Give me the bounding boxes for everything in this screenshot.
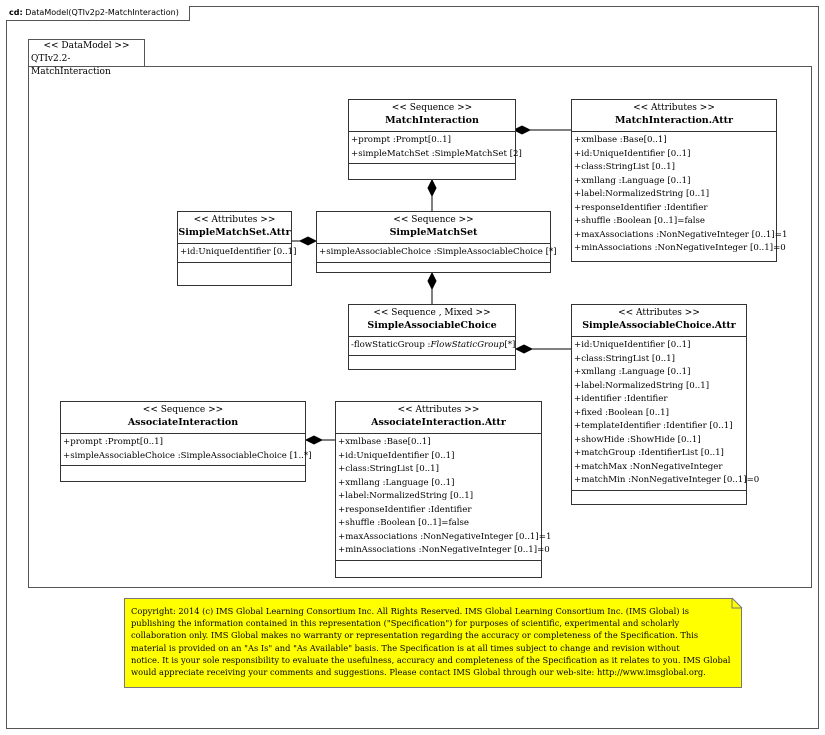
note-line: publishing the information contained in … xyxy=(131,618,680,629)
composition-diamond xyxy=(427,178,437,198)
copyright-note[interactable]: Copyright: 2014 (c) IMS Global Learning … xyxy=(124,598,742,688)
class-attribute: +identifier :Identifier xyxy=(574,394,668,404)
composition-diamond xyxy=(512,125,532,135)
class-attribute: +minAssociations :NonNegativeInteger [0.… xyxy=(574,243,786,253)
class-attribute: -flowStaticGroup :FlowStaticGroup[*] xyxy=(351,340,516,350)
class-attribute: +matchMin :NonNegativeInteger [0..1]=0 xyxy=(574,475,760,485)
class-stereotype: << Sequence >> xyxy=(393,215,474,225)
package-tab: << DataModel >> QTIv2.2-MatchInteraction xyxy=(28,39,145,77)
class-attribute: +class:StringList [0..1] xyxy=(574,162,675,172)
class-attribute: +label:NormalizedString [0..1] xyxy=(574,380,710,391)
package-body xyxy=(28,66,812,588)
class-attribute: +responseIdentifier :Identifier xyxy=(338,504,472,515)
class-associate-interaction[interactable]: << Sequence >> AssociateInteraction +pro… xyxy=(60,401,312,482)
class-simple-match-set[interactable]: << Sequence >> SimpleMatchSet +simpleAss… xyxy=(316,211,557,273)
class-stereotype: << Sequence , Mixed >> xyxy=(373,308,491,318)
class-name: MatchInteraction xyxy=(385,115,479,126)
note-line: would appreciate receiving your comments… xyxy=(131,667,706,678)
class-match-interaction-attr[interactable]: << Attributes >> MatchInteraction.Attr +… xyxy=(571,99,788,262)
composition-diamond xyxy=(427,271,437,291)
class-associate-interaction-attr[interactable]: << Attributes >> AssociateInteraction.At… xyxy=(335,401,552,578)
class-attribute: +matchGroup :IdentifierList [0..1] xyxy=(574,448,724,458)
class-name: SimpleMatchSet xyxy=(389,227,478,238)
note-line: Copyright: 2014 (c) IMS Global Learning … xyxy=(131,606,690,616)
class-name: SimpleMatchSet.Attr xyxy=(178,227,291,238)
class-name: MatchInteraction.Attr xyxy=(614,115,733,126)
class-attribute: +maxAssociations :NonNegativeInteger [0.… xyxy=(574,229,788,240)
copyright-note-text: Copyright: 2014 (c) IMS Global Learning … xyxy=(131,605,737,678)
class-attribute: +id:UniqueIdentifier [0..1] xyxy=(338,450,455,461)
package-name: QTIv2.2-MatchInteraction xyxy=(31,54,111,77)
class-attribute: +xmllang :Language [0..1] xyxy=(574,175,691,186)
class-attribute: +matchMax :NonNegativeInteger xyxy=(574,461,723,472)
class-stereotype: << Attributes >> xyxy=(618,308,700,318)
class-stereotype: << Sequence >> xyxy=(142,405,224,415)
note-line: notice. It is your sole responsibility t… xyxy=(131,654,731,665)
class-simple-associable-choice-attr[interactable]: << Attributes >> SimpleAssociableChoice.… xyxy=(571,304,760,505)
class-stereotype: << Attributes >> xyxy=(397,405,480,415)
class-attribute: +class:StringList [0..1] xyxy=(338,464,439,474)
class-name: SimpleAssociableChoice.Attr xyxy=(582,320,736,331)
class-attribute: +templateIdentifier :Identifier [0..1] xyxy=(574,421,733,431)
class-attribute: +label:NormalizedString [0..1] xyxy=(574,189,710,199)
class-name: AssociateInteraction xyxy=(127,417,239,428)
class-attribute: +prompt :Prompt[0..1] xyxy=(63,437,163,447)
class-attribute: +id:UniqueIdentifier [0..1] xyxy=(574,340,691,350)
class-attribute: +prompt :Prompt[0..1] xyxy=(351,135,451,145)
class-name: AssociateInteraction.Attr xyxy=(371,417,506,428)
class-attribute: +minAssociations :NonNegativeInteger [0.… xyxy=(338,545,550,555)
class-simple-match-set-attr[interactable]: << Attributes >> SimpleMatchSet.Attr +id… xyxy=(177,211,297,286)
class-attribute: +id:UniqueIdentifier [0..1] xyxy=(574,148,691,159)
composition-diamond xyxy=(304,435,324,445)
class-attribute: +fixed :Boolean [0..1] xyxy=(574,407,669,418)
diagram-frame xyxy=(6,6,819,729)
class-match-interaction[interactable]: << Sequence >> MatchInteraction +prompt … xyxy=(348,99,522,180)
class-stereotype: << Sequence >> xyxy=(391,103,473,113)
class-attribute: +simpleAssociableChoice :SimpleAssociabl… xyxy=(319,247,557,257)
class-attribute: +shuffle :Boolean [0..1]=false xyxy=(338,518,469,528)
composition-diamond xyxy=(514,344,534,354)
note-line: material is provided on an "As Is" and "… xyxy=(131,642,680,653)
class-simple-associable-choice[interactable]: << Sequence , Mixed >> SimpleAssociableC… xyxy=(348,304,516,370)
class-stereotype: << Attributes >> xyxy=(633,103,715,113)
class-attribute: +xmlbase :Base[0..1] xyxy=(574,135,667,145)
class-attribute: +shuffle :Boolean [0..1]=false xyxy=(574,216,705,226)
class-attribute: +maxAssociations :NonNegativeInteger [0.… xyxy=(338,531,552,542)
class-attribute: +simpleMatchSet :SimpleMatchSet [2] xyxy=(351,148,522,159)
class-attribute: +showHide :ShowHide [0..1] xyxy=(574,434,701,445)
class-attribute: +xmllang :Language [0..1] xyxy=(574,367,691,377)
class-attribute: +simpleAssociableChoice :SimpleAssociabl… xyxy=(63,450,312,461)
note-line: collaboration only. IMS Global makes no … xyxy=(131,630,699,641)
class-name: SimpleAssociableChoice xyxy=(367,320,497,331)
class-attribute: +xmlbase :Base[0..1] xyxy=(338,437,431,447)
class-attribute: +responseIdentifier :Identifier xyxy=(574,202,708,213)
class-attribute: +xmllang :Language [0..1] xyxy=(338,477,455,488)
class-attribute: +id:UniqueIdentifier [0..1] xyxy=(180,247,297,257)
class-attribute: +label:NormalizedString [0..1] xyxy=(338,491,474,501)
class-stereotype: << Attributes >> xyxy=(193,215,276,225)
diagram-frame-label: cd: DataModel(QTIv2p2-MatchInteraction) xyxy=(6,6,190,21)
class-attribute: +class:StringList [0..1] xyxy=(574,353,675,364)
package-stereotype: << DataModel >> xyxy=(43,41,130,51)
